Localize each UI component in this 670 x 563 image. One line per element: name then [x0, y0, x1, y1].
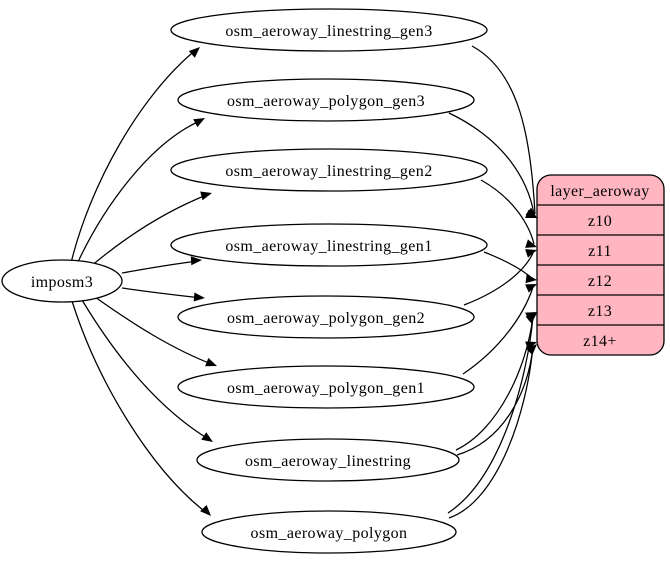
record-title: layer_aeroway — [550, 183, 649, 200]
node-ellipse — [201, 510, 457, 554]
edges-from-imposm3 — [70, 47, 217, 516]
arrowhead — [525, 274, 537, 284]
edge-linestring-z13 — [455, 315, 534, 451]
arrowhead — [526, 344, 537, 355]
record-row-z10: z10 — [588, 213, 612, 230]
arrowhead — [200, 191, 212, 201]
node-ellipse — [177, 295, 475, 339]
edge-imposm3-polygon-gen2 — [121, 287, 203, 299]
edge-imposm3-polygon-gen1 — [94, 296, 215, 366]
node-label: osm_aeroway_polygon_gen1 — [227, 380, 425, 397]
edge-linestring-gen2-z11 — [480, 179, 535, 245]
record-row-z12: z12 — [588, 273, 612, 290]
node-osm-aeroway-polygon: osm_aeroway_polygon — [201, 510, 457, 554]
edge-polygon-gen2-z11 — [463, 252, 534, 306]
edge-imposm3-linestring-gen1 — [121, 260, 200, 274]
arrowhead — [525, 207, 537, 218]
node-ellipse — [1, 259, 123, 303]
node-osm-aeroway-linestring: osm_aeroway_linestring — [196, 438, 460, 482]
node-label: osm_aeroway_polygon — [251, 525, 408, 542]
arrowhead — [525, 249, 537, 258]
record-row-z11: z11 — [588, 243, 612, 260]
edge-imposm3-polygon — [71, 300, 209, 515]
arrowhead — [205, 357, 217, 367]
node-ellipse — [170, 223, 488, 267]
node-osm-aeroway-linestring-gen3: osm_aeroway_linestring_gen3 — [170, 8, 488, 52]
edge-polygon-gen1-z12 — [462, 286, 534, 375]
node-label: imposm3 — [31, 274, 93, 291]
node-ellipse — [177, 365, 475, 409]
node-label: osm_aeroway_linestring_gen1 — [225, 238, 432, 255]
arrowhead — [193, 118, 205, 128]
arrowhead — [525, 239, 537, 248]
node-osm-aeroway-linestring-gen1: osm_aeroway_linestring_gen1 — [170, 223, 488, 267]
node-label: osm_aeroway_polygon_gen3 — [227, 93, 425, 110]
node-layer-aeroway: layer_aeroway z10 z11 z12 z13 z14+ — [536, 174, 665, 356]
node-ellipse — [196, 438, 460, 482]
arrowhead — [201, 432, 213, 442]
node-label: osm_aeroway_polygon_gen2 — [227, 310, 425, 327]
arrowhead — [525, 313, 537, 324]
node-osm-aeroway-polygon-gen1: osm_aeroway_polygon_gen1 — [177, 365, 475, 409]
node-label: osm_aeroway_linestring — [245, 453, 411, 470]
edge-polygon-z13 — [447, 316, 534, 514]
record-row-z13: z13 — [588, 303, 612, 320]
edge-linestring-gen3-z10 — [471, 45, 536, 215]
node-osm-aeroway-polygon-gen3: osm_aeroway_polygon_gen3 — [177, 78, 475, 122]
edge-polygon-gen3-z10 — [448, 112, 535, 215]
edge-imposm3-linestring — [81, 299, 211, 441]
edge-imposm3-polygon-gen3 — [76, 119, 203, 265]
node-ellipse — [177, 78, 475, 122]
table-nodes: osm_aeroway_linestring_gen3 osm_aeroway_… — [170, 8, 488, 554]
arrowhead — [190, 256, 202, 266]
arrowhead — [200, 504, 211, 516]
node-osm-aeroway-polygon-gen2: osm_aeroway_polygon_gen2 — [177, 295, 475, 339]
node-osm-aeroway-linestring-gen2: osm_aeroway_linestring_gen2 — [170, 148, 488, 192]
edge-linestring-z14 — [456, 346, 534, 456]
node-ellipse — [170, 8, 488, 52]
node-imposm3: imposm3 — [1, 259, 123, 303]
edge-polygon-z14 — [448, 345, 534, 519]
edge-imposm3-linestring-gen2 — [89, 193, 210, 268]
edges-to-layer-aeroway — [447, 45, 537, 519]
edge-imposm3-linestring-gen3 — [70, 48, 198, 264]
node-ellipse — [170, 148, 488, 192]
node-label: osm_aeroway_linestring_gen2 — [225, 163, 432, 180]
arrowhead — [193, 292, 205, 302]
arrowhead — [188, 47, 200, 58]
arrowhead — [525, 284, 537, 293]
node-label: osm_aeroway_linestring_gen3 — [225, 23, 432, 40]
record-row-z14plus: z14+ — [583, 333, 617, 350]
